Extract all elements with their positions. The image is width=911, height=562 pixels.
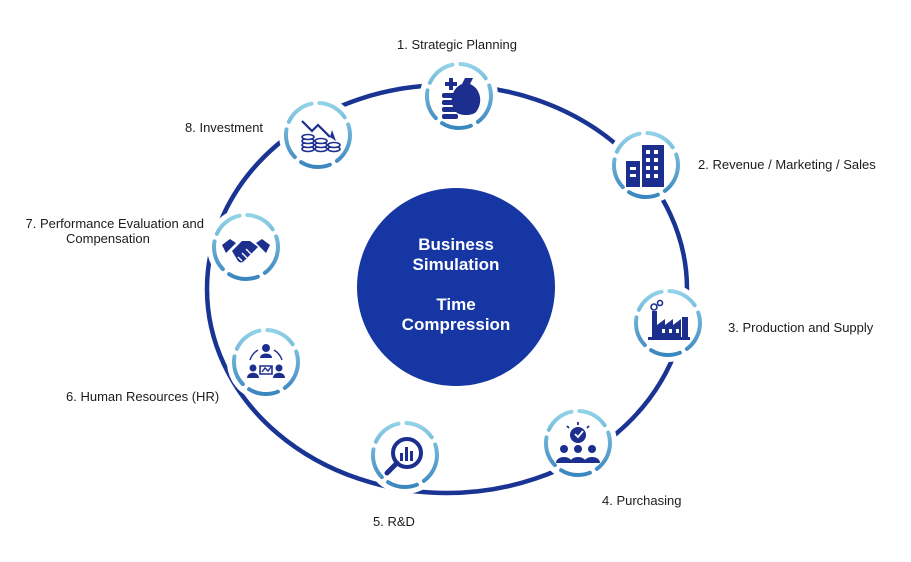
label-strategic-planning: 1. Strategic Planning xyxy=(397,37,517,52)
center-title-line2: Simulation xyxy=(412,255,500,274)
node-investment xyxy=(279,96,357,174)
coins-decline-icon xyxy=(301,120,341,153)
center-circle xyxy=(357,188,555,386)
handshake-icon xyxy=(222,239,270,263)
team-idea-icon xyxy=(556,422,600,463)
label-human-resources: 6. Human Resources (HR) xyxy=(66,389,220,404)
node-performance-evaluation xyxy=(207,208,285,286)
center-title: Business Simulation Time Compression xyxy=(357,190,555,380)
node-production-supply xyxy=(629,284,707,362)
node-strategic-planning xyxy=(420,57,498,135)
center-title-line3: Time xyxy=(436,295,476,314)
label-revenue-marketing-sales: 2. Revenue / Marketing / Sales xyxy=(698,157,876,172)
center-title-line1: Business xyxy=(418,235,494,254)
center-title-line4: Compression xyxy=(401,315,511,334)
factory-icon xyxy=(648,299,690,340)
node-r-and-d xyxy=(366,416,444,494)
label-performance-evaluation: 7. Performance Evaluation and Compensati… xyxy=(20,216,205,246)
label-r-and-d: 5. R&D xyxy=(373,514,415,529)
label-performance-evaluation-line2: Compensation xyxy=(66,231,150,246)
label-production-supply: 3. Production and Supply xyxy=(728,320,874,335)
node-human-resources xyxy=(227,323,305,401)
label-purchasing: 4. Purchasing xyxy=(602,493,682,508)
office-building-icon xyxy=(626,145,664,187)
magnifier-chart-icon xyxy=(384,437,423,476)
node-purchasing xyxy=(539,404,617,482)
node-revenue-marketing-sales xyxy=(607,126,685,204)
label-investment: 8. Investment xyxy=(185,120,264,135)
money-bag-icon xyxy=(442,78,481,119)
org-network-icon xyxy=(247,344,285,378)
label-performance-evaluation-line1: 7. Performance Evaluation and xyxy=(25,216,205,231)
